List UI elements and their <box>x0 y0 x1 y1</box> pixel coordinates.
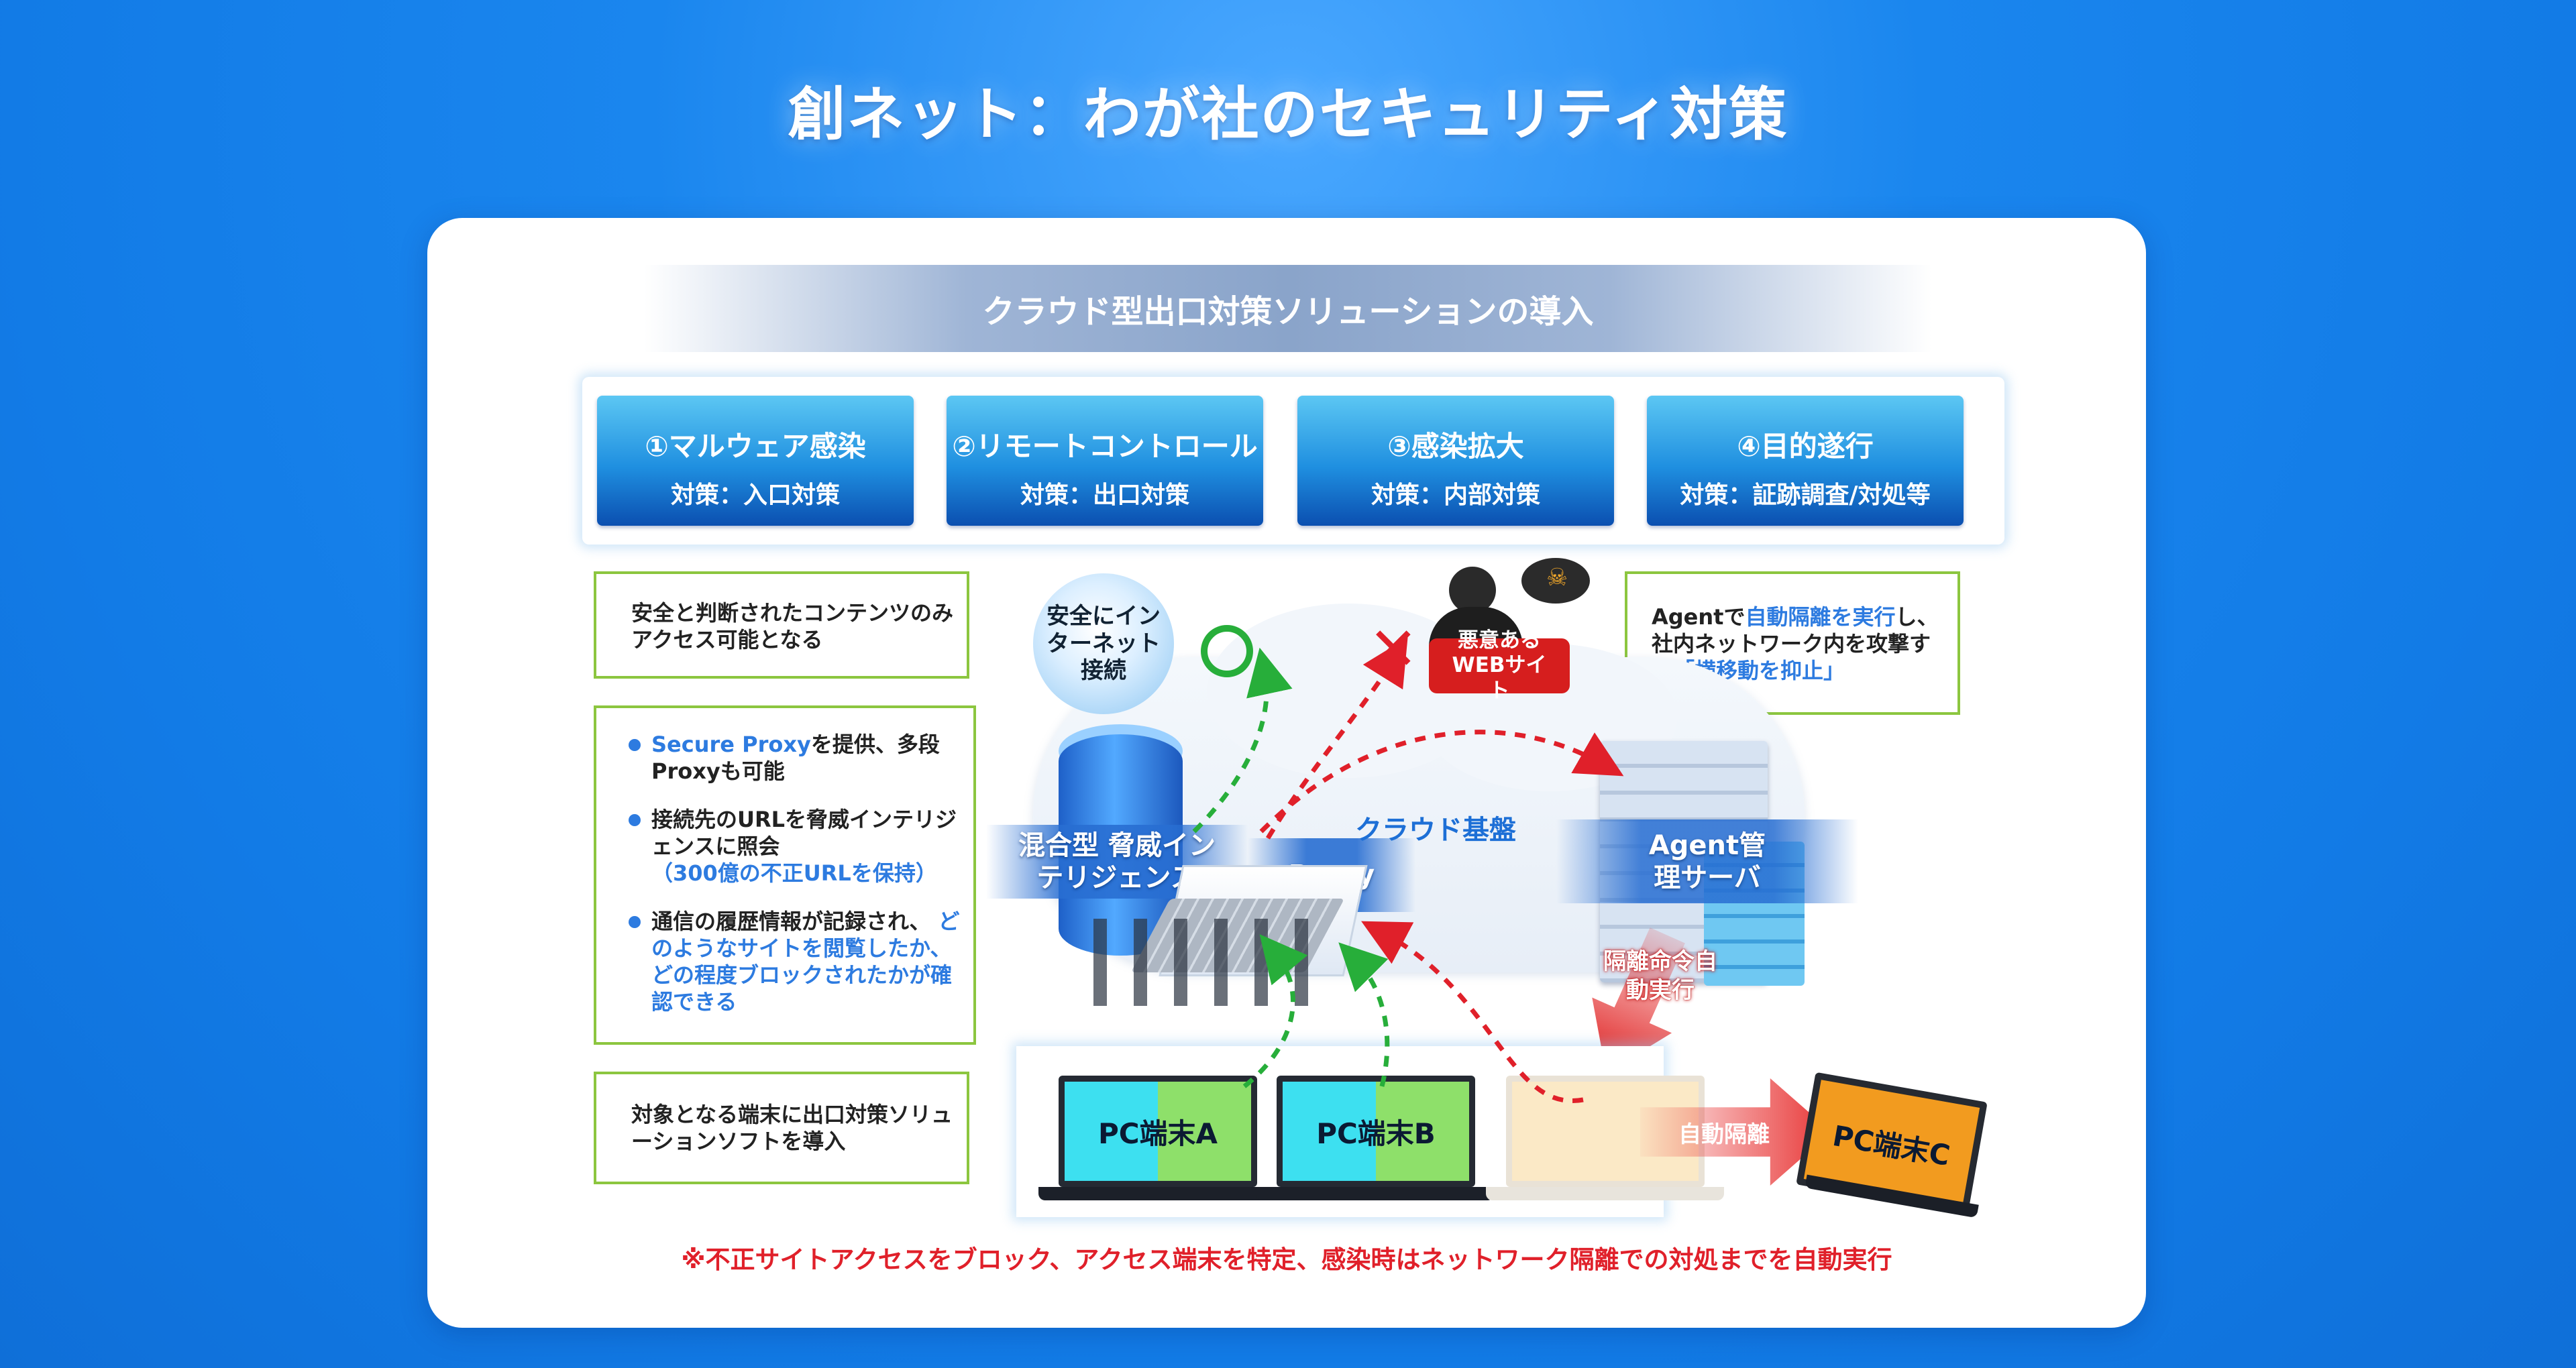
red-arrow-agent <box>1259 730 1624 834</box>
feature-history-log-tail: どのようなサイトを閲覧したか、どの程度ブロックされたかが確認できる <box>651 909 960 1015</box>
pc-c-ghost-base <box>1486 1187 1724 1200</box>
isolation-command-label: 隔離命令自動実行 <box>1603 948 1717 1004</box>
speech-bubble-icon <box>1521 558 1590 604</box>
footer-note: ※不正サイトアクセスをブロック、アクセス端末を特定、感染時はネットワーク隔離での… <box>681 1245 1892 1274</box>
safe-internet-label: 安全にインターネット接続 <box>1046 602 1161 685</box>
pc-a-label: PC端末A <box>1097 1117 1218 1150</box>
stage-remote-control: ②リモートコントロール 対策：出口対策 <box>947 396 1263 526</box>
pc-b-label: PC端末B <box>1316 1117 1436 1150</box>
callout-agent-pre: Agentで <box>1652 604 1746 630</box>
stage-measure: 対策：証跡調査/対処等 <box>1680 481 1931 509</box>
globe-icon: 安全にインターネット接続 <box>1033 573 1174 714</box>
stage-measure: 対策：入口対策 <box>670 481 840 509</box>
feature-history-log-text: 通信の履歴情報が記録され、 <box>651 909 931 934</box>
stage-title: ①マルウェア感染 <box>645 430 866 463</box>
stage-malware-infection: ①マルウェア感染 対策：入口対策 <box>597 396 914 526</box>
stage-title: ④目的遂行 <box>1737 430 1874 463</box>
page-title: 創ネット：わが社のセキュリティ対策 <box>788 81 1788 148</box>
agent-server-label: Agent管理サーバ <box>1556 819 1858 903</box>
feature-url-check-text: 接続先のURLを脅威インテリジェンスに照会 <box>651 807 957 859</box>
pc-b-base <box>1256 1187 1494 1200</box>
green-arrow-internet <box>1192 647 1293 834</box>
stage-title: ③感染拡大 <box>1387 430 1524 463</box>
callout-agent: Agentで自動隔離を実行し、社内ネットワーク内を攻撃する「横移動を抑止」 <box>1625 571 1960 715</box>
stage-infection-spread: ③感染拡大 対策：内部対策 <box>1297 396 1614 526</box>
stage-goal-execution: ④目的遂行 対策：証跡調査/対処等 <box>1647 396 1964 526</box>
feature-url-check-tail: （300億の不正URLを保持） <box>651 860 937 886</box>
feature-url-check: 接続先のURLを脅威インテリジェンスに照会 （300億の不正URLを保持） <box>629 806 960 887</box>
feature-secure-proxy: Secure Proxyを提供、多段Proxyも可能 <box>629 731 960 785</box>
threat-intel-text: 混合型 脅威インテリジェンス <box>1018 830 1216 893</box>
callout-proxy-features: Secure Proxyを提供、多段Proxyも可能 接続先のURLを脅威インテ… <box>594 705 976 1045</box>
red-arrow-malicious <box>1265 637 1408 840</box>
feature-history-log: 通信の履歴情報が記録され、 どのようなサイトを閲覧したか、どの程度ブロックされた… <box>629 908 960 1015</box>
feature-secure-proxy-lead: Secure Proxy <box>651 732 811 757</box>
stage-measure: 対策：出口対策 <box>1020 481 1189 509</box>
malicious-site-label: 悪意あるWEBサイト <box>1452 628 1547 703</box>
cloud-platform-label: クラウド基盤 <box>1355 815 1516 846</box>
stage-measure: 対策：内部対策 <box>1371 481 1540 509</box>
feature-secure-proxy-text: を提供、多段Proxyも可能 <box>651 732 940 784</box>
callout-install-text: 対象となる端末に出口対策ソリューションソフトを導入 <box>631 1102 953 1154</box>
red-arrow-pc-c <box>1361 921 1584 1103</box>
skull-icon: ☠ <box>1546 564 1568 591</box>
agent-server-text: Agent管理サーバ <box>1648 830 1766 893</box>
hacker-icon-head <box>1449 567 1496 614</box>
pc-b-screen: PC端末B <box>1277 1076 1475 1187</box>
pc-a-base <box>1038 1187 1277 1200</box>
malicious-site-badge: 悪意あるWEBサイト <box>1429 628 1570 703</box>
threat-intel-label: 混合型 脅威インテリジェンス <box>986 825 1248 899</box>
callout-install-software: 対象となる端末に出口対策ソリューションソフトを導入 <box>594 1072 969 1184</box>
green-arrow-pc-b <box>1338 942 1390 1087</box>
stage-title: ②リモートコントロール <box>952 430 1258 463</box>
subtitle-banner: クラウド型出口対策ソリューションの導入 <box>644 265 1932 352</box>
green-arrow-pc-a <box>1242 934 1308 1088</box>
callout-safe-content: 安全と判断されたコンテンツのみアクセス可能となる <box>594 571 969 679</box>
auto-isolation-label: 自動隔離 <box>1678 1121 1770 1148</box>
callout-safe-content-text: 安全と判断されたコンテンツのみアクセス可能となる <box>631 600 954 652</box>
callout-agent-blue1: 自動隔離を実行 <box>1745 604 1896 630</box>
pc-a-screen: PC端末A <box>1059 1076 1257 1187</box>
